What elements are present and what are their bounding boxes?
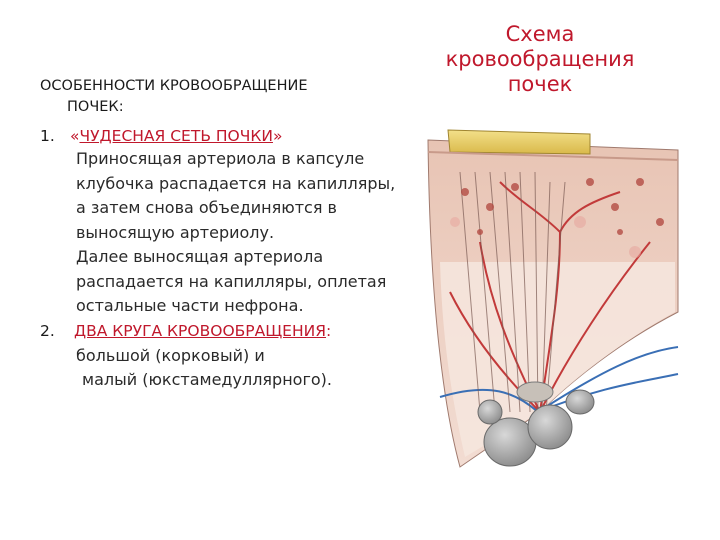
list-item-2-heading: 2. ДВА КРУГА КРОВООБРАЩЕНИЯ: bbox=[40, 320, 410, 342]
scheme-title-line-1: Схема bbox=[505, 22, 575, 46]
kidney-circulation-illustration bbox=[427, 129, 679, 468]
feature-list: 1. «ЧУДЕСНАЯ СЕТЬ ПОЧКИ» Приносящая артер… bbox=[40, 125, 410, 393]
circulation-big: большой (корковый) и bbox=[76, 345, 265, 365]
quote-close: » bbox=[272, 127, 283, 145]
list-item-2-colon: : bbox=[326, 321, 332, 340]
vein-vessels bbox=[439, 346, 679, 413]
list-item-1-number: 1. bbox=[40, 127, 55, 145]
list-item-1-heading: 1. «ЧУДЕСНАЯ СЕТЬ ПОЧКИ» bbox=[40, 125, 410, 147]
list-item-1-paragraph-2: Далее выносящая артериола распадается на… bbox=[76, 247, 387, 315]
quote-open: « bbox=[70, 127, 80, 145]
scheme-title-line-3: почек bbox=[507, 72, 573, 96]
slide-heading: ОСОБЕННОСТИ КРОВООБРАЩЕНИЕ ПОЧЕК: bbox=[40, 76, 400, 118]
renal-vein-small bbox=[527, 404, 573, 450]
list-item-1-paragraph-1: Приносящая артериола в капсуле клубочка … bbox=[76, 149, 396, 242]
renal-capsule bbox=[447, 129, 591, 155]
list-item-2-number: 2. bbox=[40, 321, 55, 340]
list-item-1-title: ЧУДЕСНАЯ СЕТЬ ПОЧКИ bbox=[79, 127, 273, 145]
list-item-1: 1. «ЧУДЕСНАЯ СЕТЬ ПОЧКИ» Приносящая артер… bbox=[40, 125, 410, 319]
glomeruli bbox=[461, 178, 664, 235]
circulation-small: малый (юкстамедуллярного). bbox=[82, 370, 332, 389]
list-item-2-title: ДВА КРУГА КРОВООБРАЩЕНИЯ bbox=[74, 321, 326, 340]
heading-line-2: ПОЧЕК: bbox=[67, 99, 124, 115]
scheme-title: Схема кровообращения почек bbox=[425, 22, 655, 97]
heading-line-1: ОСОБЕННОСТИ КРОВООБРАЩЕНИЕ bbox=[40, 78, 308, 94]
list-item-2: 2. ДВА КРУГА КРОВООБРАЩЕНИЯ: большой (кор… bbox=[40, 320, 410, 393]
tubules bbox=[459, 171, 566, 413]
scheme-title-line-2: кровообращения bbox=[445, 47, 635, 71]
